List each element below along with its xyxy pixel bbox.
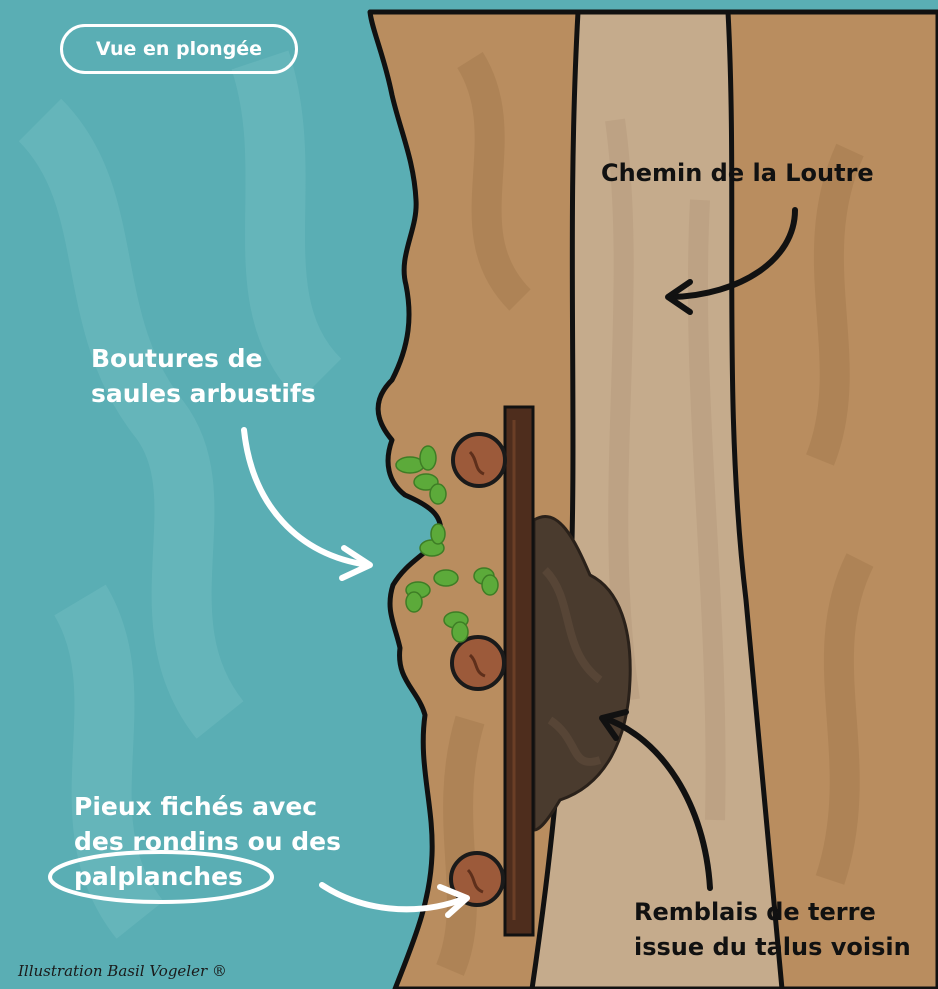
arrow-willow [241, 427, 373, 581]
label-willow-line1: Boutures de [91, 344, 263, 373]
arrow-fill [599, 709, 713, 891]
label-piles-line3: palplanches [74, 862, 243, 891]
arrow-piles [319, 882, 470, 918]
label-piles-line1: Pieux fichés avec [74, 792, 318, 821]
arrow-path [665, 207, 798, 315]
earth-fill-texture [542, 567, 603, 766]
label-fill-line1: Remblais de terre [634, 898, 876, 926]
label-path-name: Chemin de la Loutre [601, 159, 874, 187]
log-3 [449, 851, 505, 907]
palplanches-circle [48, 850, 274, 904]
label-willow-line2: saules arbustifs [91, 379, 316, 408]
view-badge: Vue en plongée [60, 24, 298, 74]
view-badge-label: Vue en plongée [95, 38, 263, 60]
illustration-credit: Illustration Basil Vogeler ® [18, 962, 227, 980]
wooden-plank [503, 405, 535, 937]
log-2 [450, 635, 506, 691]
label-piles-line2: des rondins ou des [74, 827, 341, 856]
willow-cuttings [395, 445, 499, 643]
water-texture [17, 50, 343, 939]
label-fill-line2: issue du talus voisin [634, 933, 911, 961]
log-1 [451, 432, 507, 488]
